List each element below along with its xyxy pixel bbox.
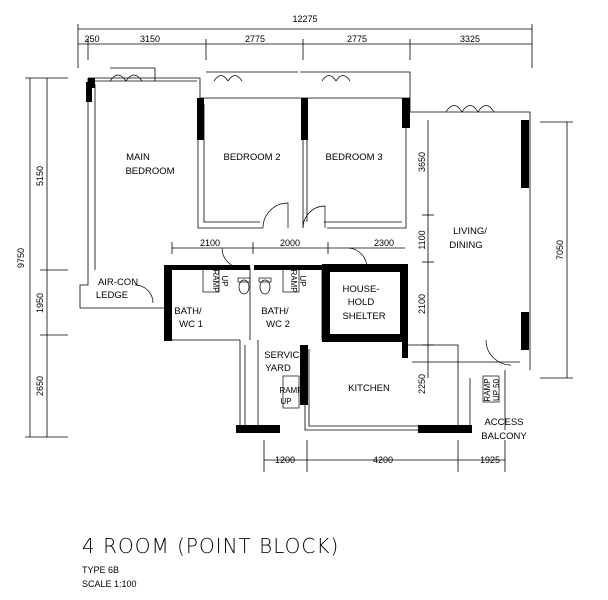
label-bath1-1: BATH/	[174, 306, 202, 317]
label-living-1: LIVING/	[453, 226, 487, 237]
label-shelter-3: SHELTER	[342, 311, 385, 322]
label-shelter-2: HOLD	[348, 297, 375, 308]
label-aircon-2: LEDGE	[96, 290, 128, 301]
dim-top-5: 3325	[460, 34, 480, 44]
label-up50-balcony: UP 50	[492, 378, 501, 401]
dim-living-mid: 1100	[417, 230, 427, 249]
dim-left-1: 5150	[35, 166, 45, 186]
dim-row-2: 2000	[280, 238, 300, 248]
label-aircon-1: AIR-CON	[98, 277, 138, 288]
label-bedroom-3: BEDROOM 3	[325, 152, 382, 163]
label-ramp-bath1: RAMP	[211, 269, 220, 292]
label-access-2: BALCONY	[481, 431, 527, 442]
dim-overall-width: 12275	[292, 14, 317, 24]
label-bath2-1: BATH/	[261, 306, 289, 317]
label-kitchen: KITCHEN	[348, 383, 390, 394]
label-service-2: YARD	[265, 363, 291, 374]
label-main-bedroom-2: BEDROOM	[125, 166, 174, 177]
label-bedroom-2: BEDROOM 2	[223, 152, 280, 163]
label-main-bedroom-1: MAIN	[126, 152, 150, 163]
label-service-1: SERVICE	[264, 350, 306, 361]
label-up-yard: UP	[280, 397, 291, 406]
dim-bottom-1: 1200	[275, 455, 295, 465]
dim-bottom-3: 1925	[480, 455, 500, 465]
dim-bottom-2: 4200	[373, 455, 393, 465]
dim-row-3: 2300	[374, 238, 394, 248]
dim-left-2: 1950	[35, 293, 45, 313]
dim-right-total: 7050	[555, 240, 565, 260]
dim-overall-height: 9750	[16, 248, 26, 268]
dim-row-1: 2100	[200, 238, 220, 248]
label-ramp-bath2: RAMP	[289, 269, 298, 292]
dim-shelter-side: 2100	[417, 294, 427, 314]
label-access-1: ACCESS	[484, 417, 523, 428]
dim-top-1: 250	[84, 34, 99, 44]
plan-title: 4 ROOM (POINT BLOCK)	[82, 534, 340, 558]
label-ramp-yard: RAMP	[279, 386, 302, 395]
plan-scale: SCALE 1:100	[82, 579, 137, 589]
dim-living-upper: 3650	[417, 152, 427, 172]
dim-top-2: 3150	[140, 34, 160, 44]
label-ramp-balcony: RAMP	[483, 378, 492, 401]
label-bath1-2: WC 1	[179, 319, 203, 330]
dim-top-3: 2775	[245, 34, 265, 44]
label-bath2-2: WC 2	[266, 319, 290, 330]
plan-type: TYPE 6B	[82, 565, 120, 575]
dim-kitchen-side: 2250	[417, 374, 427, 394]
dim-left-3: 2650	[35, 376, 45, 396]
label-shelter-1: HOUSE-	[343, 284, 380, 295]
label-up-bath1: UP	[220, 275, 229, 286]
dim-top-4: 2775	[347, 34, 367, 44]
label-living-2: DINING	[449, 240, 482, 251]
label-up-bath2: UP	[298, 275, 307, 286]
